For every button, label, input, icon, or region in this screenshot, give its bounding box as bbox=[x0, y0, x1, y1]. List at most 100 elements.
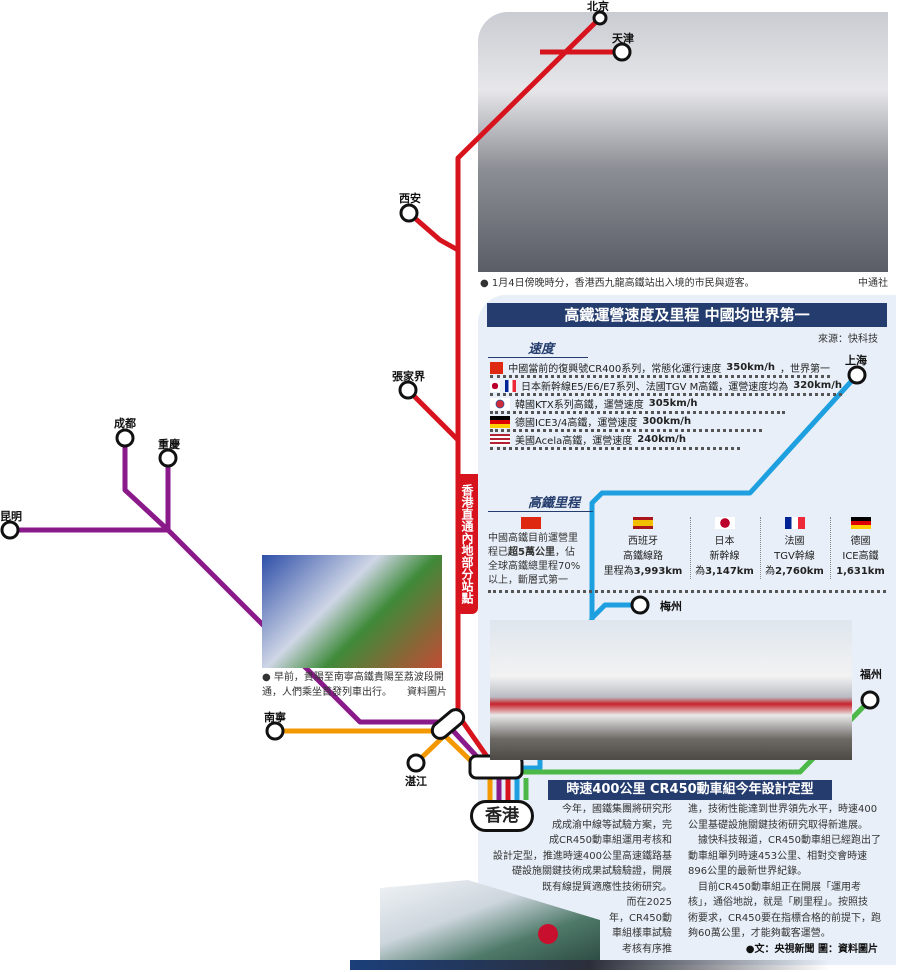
mtr-logo-icon bbox=[538, 924, 558, 944]
france-flag-icon bbox=[505, 379, 516, 392]
t: 年，CR450動 bbox=[608, 912, 672, 924]
mileage-france: 法國 TGV幹線為2,760km bbox=[760, 517, 828, 579]
china-flag-icon bbox=[521, 517, 541, 529]
station-meizhou bbox=[630, 595, 650, 615]
row-text: 日本新幹線E5/E6/E7系列、法國TGV M高鐵，運營速度均為 bbox=[520, 382, 789, 393]
t: 動車組單列時速453公里、相對交會時速 bbox=[688, 850, 868, 862]
t: 成成渝中線等試驗方案，完 bbox=[552, 819, 672, 831]
t: 礎設施關鍵技術成果試驗驗證，開展 bbox=[512, 866, 672, 877]
speed-heading: 速度 bbox=[488, 338, 588, 358]
row-value: 305km/h bbox=[648, 398, 698, 409]
japan-flag-icon bbox=[714, 517, 735, 529]
text: ，佔 bbox=[554, 547, 575, 558]
t: 新幹線 bbox=[709, 551, 740, 562]
station-tianjin bbox=[612, 42, 632, 62]
t: ICE高鐵 bbox=[842, 551, 879, 562]
train-interior-photo bbox=[262, 555, 442, 668]
usa-flag-icon bbox=[490, 433, 510, 446]
t: 目前CR450動車組正在開展「運用考 bbox=[688, 881, 862, 893]
row-value: 320km/h bbox=[793, 380, 842, 391]
divider bbox=[488, 590, 886, 593]
mileage-spain: 西班牙高鐵線路里程為3,993km bbox=[598, 517, 688, 579]
station-xian bbox=[399, 203, 419, 223]
t: 高鐵線路 bbox=[623, 551, 663, 562]
station-shanghai bbox=[847, 365, 867, 385]
speed-row-usa: 美國Acela高鐵，運營速度 240km/h bbox=[490, 432, 740, 450]
label-chongqing: 重慶 bbox=[158, 438, 180, 451]
row-value: 350km/h bbox=[726, 362, 775, 373]
china-flag-icon bbox=[490, 361, 504, 374]
mileage-china: 中國高鐵目前運營里 程已超5萬公里，佔 全球高鐵總里程70% 以上，斷層式第一 bbox=[488, 532, 588, 588]
label-kunming: 昆明 bbox=[0, 510, 22, 523]
station-kunming bbox=[0, 520, 20, 540]
t: 夠60萬公里，才能夠載客運營。 bbox=[688, 928, 831, 939]
korea-flag-icon bbox=[490, 397, 510, 410]
t: 成CR450動車組運用考核和 bbox=[548, 835, 672, 846]
line-red-xian bbox=[407, 211, 460, 253]
t: 考核有序推 bbox=[622, 943, 672, 955]
label-beijing: 北京 bbox=[587, 0, 609, 13]
row-text: 美國Acela高鐵，運營速度 bbox=[515, 436, 633, 447]
speed-list: 中國當前的復興號CR400系列，常態化運行速度 350km/h ，世界第一 日本新幹… bbox=[490, 360, 850, 450]
t: 而在2025 bbox=[626, 897, 672, 908]
t: 里程為 bbox=[603, 566, 634, 577]
highlight: 超5萬公里 bbox=[508, 547, 555, 558]
cr450-train-photo bbox=[490, 620, 852, 760]
article-headline: 時速400公里 CR450動車組今年設計定型 bbox=[548, 780, 832, 800]
caption-credit: 資料圖片 bbox=[407, 687, 447, 698]
row-value: 300km/h bbox=[642, 416, 692, 427]
junction-capsule bbox=[430, 708, 466, 740]
label-fuzhou: 福州 bbox=[860, 668, 882, 681]
station-nanning bbox=[265, 721, 285, 741]
label-hongkong: 香港 bbox=[470, 800, 534, 832]
t: 法國 bbox=[784, 536, 805, 547]
label-nanning: 南寧 bbox=[264, 711, 286, 724]
row-text: 中國當前的復興號CR400系列，常態化運行速度 bbox=[508, 364, 722, 375]
caption-text: 1月4日傍晚時分，香港西九龍高鐵站出入境的市民與遊客。 bbox=[491, 278, 755, 289]
row-text: ，世界第一 bbox=[780, 364, 830, 375]
t: 今年，國鐵集團將研究形 bbox=[562, 804, 672, 815]
germany-flag-icon bbox=[850, 517, 871, 529]
article-credit: ●文：央視新聞 圖：資料圖片 bbox=[745, 943, 878, 955]
t: 西班牙 bbox=[628, 536, 658, 547]
label-xian: 西安 bbox=[399, 192, 421, 205]
station-chengdu bbox=[115, 428, 135, 448]
label-chengdu: 成都 bbox=[114, 417, 136, 430]
mileage-heading: 高鐵里程 bbox=[488, 492, 593, 512]
station-chongqing bbox=[158, 448, 178, 468]
infobox-source: 來源：快科技 bbox=[818, 334, 878, 345]
germany-flag-icon bbox=[490, 415, 510, 428]
speed-row-china: 中國當前的復興號CR400系列，常態化運行速度 350km/h ，世界第一 bbox=[490, 360, 830, 378]
station-photo bbox=[478, 12, 888, 272]
t: 核」，通俗地說，就是「刷里程」。按照技 bbox=[688, 897, 868, 908]
row-value: 240km/h bbox=[637, 434, 686, 445]
text-line: 中國高鐵目前運營里 bbox=[488, 533, 578, 544]
t: 日本 bbox=[714, 536, 735, 547]
t: 術要求，CR450要在指標合格的前提下，跑 bbox=[688, 912, 882, 924]
t: 為 bbox=[695, 566, 706, 577]
t: 進，技術性能達到世界領先水平，時速400 bbox=[688, 804, 878, 815]
line-red-zhangjiajie bbox=[406, 388, 460, 442]
station-beijing bbox=[592, 10, 608, 26]
row-text: 德國ICE3/4高鐵，運營速度 bbox=[515, 418, 638, 429]
speed-row-germany: 德國ICE3/4高鐵，運營速度 300km/h bbox=[490, 414, 762, 432]
vertical-label: 香港直通內地部分站點 bbox=[456, 474, 478, 614]
t: 公里基礎設施關鍵技術研究取得新進展。 bbox=[688, 819, 868, 831]
t: 德國 bbox=[850, 536, 871, 547]
station-fuzhou bbox=[860, 690, 880, 710]
text: 程已 bbox=[488, 547, 508, 558]
t: 896公里的最新世界紀錄。 bbox=[688, 866, 808, 877]
station-photo-credit: 中通社 bbox=[858, 278, 888, 289]
t: 為 bbox=[765, 566, 776, 577]
t: TGV幹線 bbox=[774, 551, 815, 562]
speed-row-japan-france: 日本新幹線E5/E6/E7系列、法國TGV M高鐵，運營速度均為 320km/h bbox=[490, 378, 842, 396]
label-tianjin: 天津 bbox=[612, 32, 634, 45]
article-left-column: 今年，國鐵集團將研究形成成渝中線等試驗方案，完成CR450動車組運用考核和設計定… bbox=[488, 802, 672, 957]
value: 3,147km bbox=[705, 566, 754, 577]
japan-flag-icon bbox=[490, 379, 501, 392]
value: 2,760km bbox=[775, 566, 824, 577]
